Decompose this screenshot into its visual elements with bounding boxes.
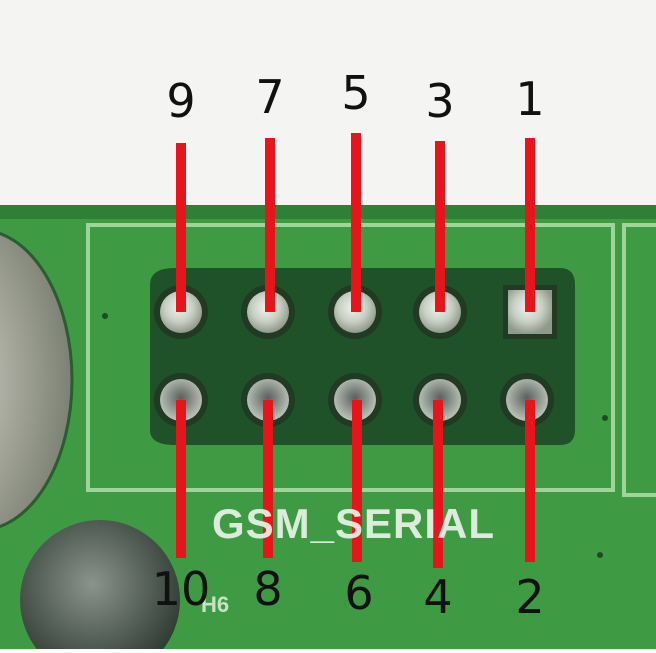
pin-label-7: 7 (255, 70, 285, 124)
via (102, 313, 108, 319)
pin-label-6: 6 (344, 566, 374, 620)
pcb-edge (0, 205, 656, 219)
silkscreen-label: GSM_SERIAL (212, 500, 496, 547)
pin-label-5: 5 (341, 66, 371, 120)
pin-label-3: 3 (425, 74, 455, 128)
mounting-bump (20, 520, 180, 653)
component-reference: H6 (201, 592, 230, 617)
pin-label-9: 9 (166, 74, 196, 128)
pin-markers-top (176, 133, 535, 312)
silkscreen-outline (86, 223, 615, 492)
coin-cell (0, 233, 72, 527)
pin-label-4: 4 (423, 570, 453, 624)
pin-label-2: 2 (515, 570, 545, 624)
pin-markers-bottom (176, 400, 535, 568)
via (597, 552, 603, 558)
pin-label-10: 10 (151, 562, 211, 616)
pin-label-8: 8 (253, 562, 283, 616)
silkscreen-outline-right (622, 223, 656, 497)
pin-label-1: 1 (515, 72, 545, 126)
via (602, 415, 608, 421)
